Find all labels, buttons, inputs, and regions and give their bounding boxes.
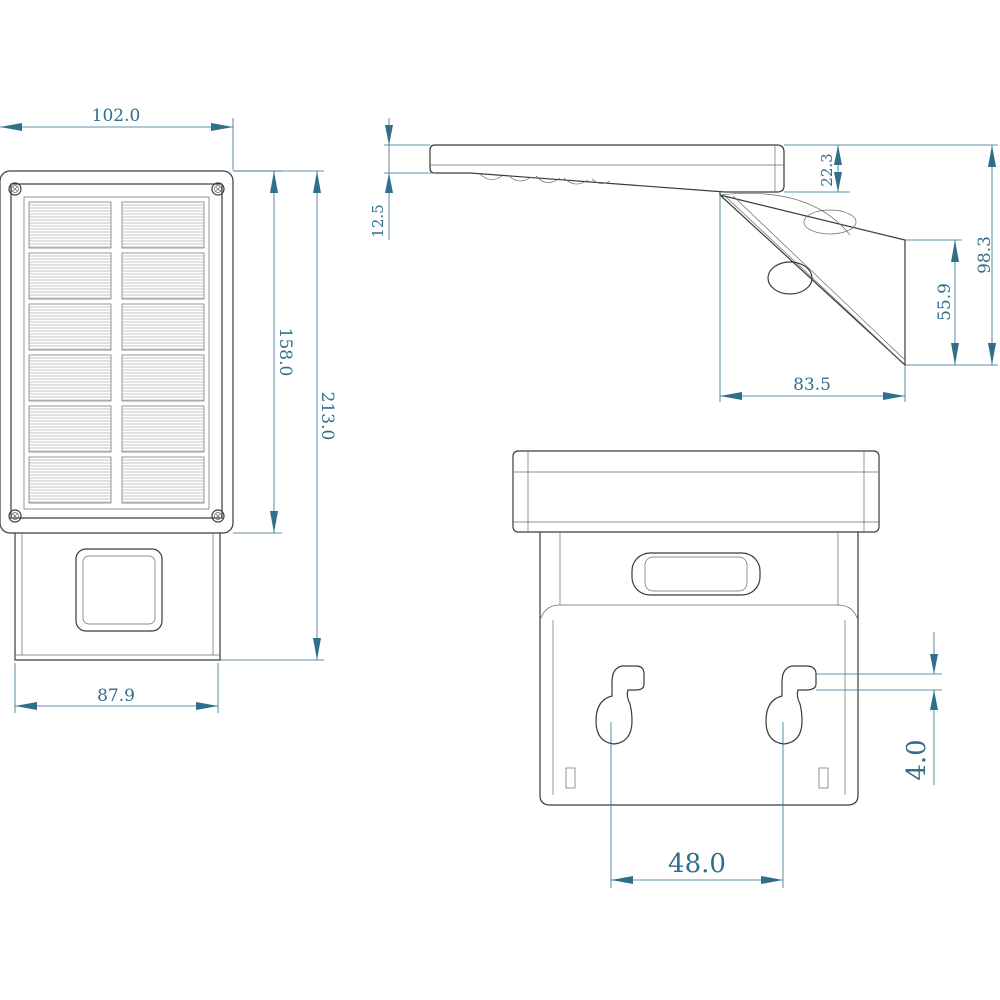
dim-text: 213.0 [317,392,337,441]
side-lamp-head [719,194,906,367]
solar-cell [28,252,112,300]
dim-text: 4.0 [902,739,932,780]
solar-cell [121,456,205,504]
dim-front-panel-width: 102.0 [0,106,234,170]
dim-text: 22.3 [818,153,836,186]
front-panel-outer [0,170,234,534]
dim-text: 83.5 [793,375,831,395]
front-view: 102.0 87.9 158.0 213.0 [0,106,337,713]
dim-text: 12.5 [369,204,387,237]
front-lamp-body [14,533,221,661]
dim-side-panel-offset: 22.3 [784,144,850,193]
bottom-panel [512,450,880,533]
solar-cell-area [23,196,210,510]
side-led-bumps [479,173,611,185]
solar-cell [28,303,112,351]
solar-cell [121,252,205,300]
solar-cell [121,303,205,351]
solar-cell [28,201,112,249]
dim-text: 158.0 [275,328,295,377]
dim-side-depth: 83.5 [719,195,906,402]
solar-cell-grid [28,201,205,504]
dim-front-base-width: 87.9 [14,663,219,713]
bottom-sensor-window [631,552,761,596]
dim-text: 87.9 [97,686,135,706]
front-panel-frame [10,183,223,519]
dim-text: 48.0 [668,849,726,879]
side-sensor [767,261,813,295]
dim-front-panel-height: 158.0 [233,170,295,534]
front-sensor-window [75,548,163,632]
dim-side-total-height: 98.3 [850,144,998,366]
dim-bracket-hole-spacing: 48.0 [610,722,784,888]
keyhole-slot-right [765,665,817,745]
dim-text: 102.0 [92,106,141,126]
keyhole-slot-left [595,665,645,745]
side-panel [429,144,785,193]
dim-text: 98.3 [975,236,995,274]
dim-text: 55.9 [935,283,955,321]
dim-bracket-slot-offset: 4.0 [816,632,942,785]
solar-cell [121,405,205,453]
bottom-lamp-body [539,532,859,806]
solar-cell [28,354,112,402]
dim-side-lamp-height: 55.9 [905,239,962,365]
dim-front-total-height: 213.0 [220,170,337,661]
solar-cell [28,456,112,504]
solar-cell [121,354,205,402]
solar-cell [121,201,205,249]
bottom-view: 48.0 4.0 [512,450,942,888]
dim-side-panel-thickness: 12.5 [369,118,435,240]
side-view: 12.5 22.3 98.3 55.9 [369,118,998,402]
solar-cell [28,405,112,453]
